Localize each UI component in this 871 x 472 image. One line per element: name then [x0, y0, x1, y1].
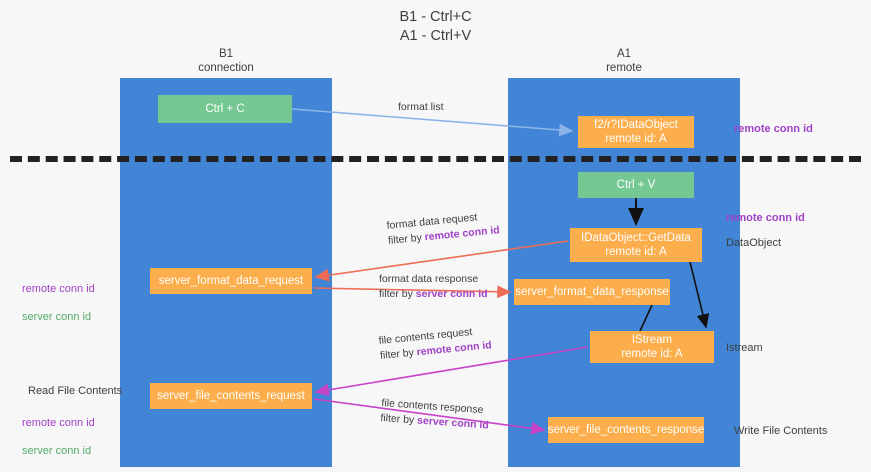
- annotation-istream: Istream: [726, 342, 763, 354]
- edge-label-text: format list: [398, 101, 444, 113]
- annotation-remote-conn-id: remote conn id: [22, 283, 95, 295]
- node-istream[interactable]: IStream remote id: A: [590, 331, 714, 363]
- node-format-data-object[interactable]: f2/r?IDataObject remote id: A: [578, 116, 694, 148]
- page-title: B1 - Ctrl+C A1 - Ctrl+V: [399, 9, 472, 44]
- edge-label-text: format data response: [379, 273, 479, 285]
- edge-label-filter: filter by server conn id: [379, 287, 488, 302]
- node-idataobject-getdata[interactable]: IDataObject::GetData remote id: A: [570, 228, 702, 262]
- edge-filter-key: server conn id: [415, 288, 488, 300]
- annotation-remote-conn-id-mid: remote conn id: [726, 212, 805, 224]
- node-server-file-contents-request[interactable]: server_file_contents_request: [150, 383, 312, 409]
- edge-label-format-data-request: format data request filter by remote con…: [386, 208, 500, 249]
- edge-label-format-list: format list: [398, 100, 444, 115]
- edge-label-format-data-response: format data response filter by server co…: [379, 272, 488, 302]
- annotation-read-file-contents: Read File Contents: [28, 385, 123, 397]
- annotation-dataobject: DataObject: [726, 237, 782, 249]
- node-server-format-data-request[interactable]: server_format_data_request: [150, 268, 312, 294]
- node-ctrl-v[interactable]: Ctrl + V: [578, 172, 694, 198]
- edge-filter-prefix: filter by: [379, 288, 416, 300]
- node-ctrl-c[interactable]: Ctrl + C: [158, 95, 292, 123]
- annotation-remote-conn-id: remote conn id: [22, 417, 95, 429]
- section-divider: [10, 156, 861, 162]
- edge-label-file-contents-response: file contents response filter by server …: [380, 396, 490, 433]
- annotation-server-conn-id: server conn id: [22, 445, 92, 457]
- swimlane-header-b1: B1 connection: [198, 48, 254, 74]
- annotation-left-ids-mid: remote conn id server conn id: [22, 268, 95, 338]
- edge-filter-prefix: filter by: [387, 231, 426, 247]
- annotation-remote-conn-id-top: remote conn id: [734, 123, 813, 135]
- edge-filter-prefix: filter by: [380, 411, 418, 427]
- swimlane-header-a1: A1 remote: [606, 48, 642, 74]
- node-server-format-data-response[interactable]: server_format_data_response: [514, 279, 670, 305]
- edge-filter-key: server conn id: [416, 414, 490, 432]
- annotation-left-ids-bottom: remote conn id server conn id: [22, 402, 95, 472]
- node-server-file-contents-response[interactable]: server_file_contents_response: [548, 417, 704, 443]
- edge-label-file-contents-request: file contents request filter by remote c…: [378, 323, 492, 364]
- annotation-write-file-contents: Write File Contents: [734, 425, 828, 437]
- edge-filter-prefix: filter by: [379, 346, 418, 362]
- annotation-server-conn-id: server conn id: [22, 311, 92, 323]
